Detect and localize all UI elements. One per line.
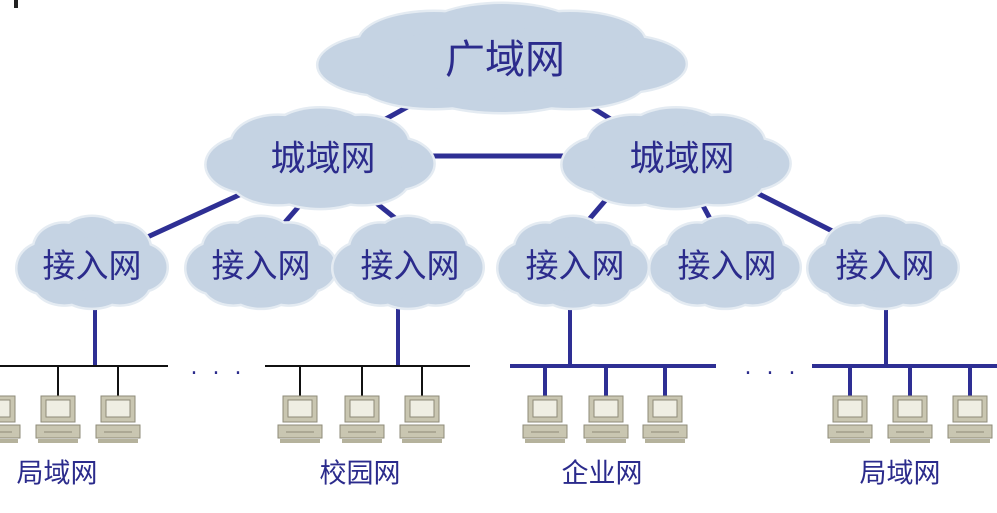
computer-icon-8 <box>583 366 629 443</box>
lan-label-1: 局域网 <box>16 458 98 490</box>
computer-icon-6 <box>399 366 445 443</box>
access-label-1: 接入网 <box>42 246 142 285</box>
wan-label: 广域网 <box>445 37 565 83</box>
access-cloud-icon-2 <box>183 214 339 311</box>
link-manL-acc1 <box>128 187 252 248</box>
man-cloud-left-icon <box>204 105 436 211</box>
access-cloud-icon-5 <box>647 214 803 311</box>
lan-label-2: 校园网 <box>319 458 401 490</box>
computer-icon-3 <box>95 366 141 443</box>
lan-buses <box>0 305 997 368</box>
computer-icon-11 <box>887 366 933 443</box>
man-label-left: 城域网 <box>270 139 376 180</box>
access-label-3: 接入网 <box>360 246 460 285</box>
computer-icon-1 <box>0 395 21 443</box>
access-label-4: 接入网 <box>525 246 625 285</box>
man-label-right: 城域网 <box>629 139 735 180</box>
computer-icon-12 <box>947 366 993 443</box>
access-label-2: 接入网 <box>211 246 311 285</box>
corner-mark <box>14 0 18 8</box>
computer-icon-7 <box>522 366 568 443</box>
computer-icon-2 <box>35 366 81 443</box>
ellipsis-right: · · · <box>744 361 800 387</box>
access-label-5: 接入网 <box>677 246 777 285</box>
access-cloud-icon-3 <box>330 214 486 311</box>
computer-icon-4 <box>277 366 323 443</box>
computers <box>0 366 993 443</box>
man-cloud-right-icon <box>560 105 792 211</box>
computer-icon-10 <box>827 366 873 443</box>
access-label-6: 接入网 <box>835 246 935 285</box>
computer-icon-9 <box>642 366 688 443</box>
wan-cloud-icon <box>315 1 689 115</box>
access-cloud-icon-4 <box>495 214 651 311</box>
ellipsis-left: · · · <box>190 361 246 387</box>
clouds <box>14 1 961 311</box>
access-cloud-icon-6 <box>805 214 961 311</box>
computer-icon-5 <box>339 366 385 443</box>
lan-label-3: 企业网 <box>561 458 643 490</box>
lan-label-4: 局域网 <box>859 458 941 490</box>
access-cloud-icon-1 <box>14 214 170 311</box>
